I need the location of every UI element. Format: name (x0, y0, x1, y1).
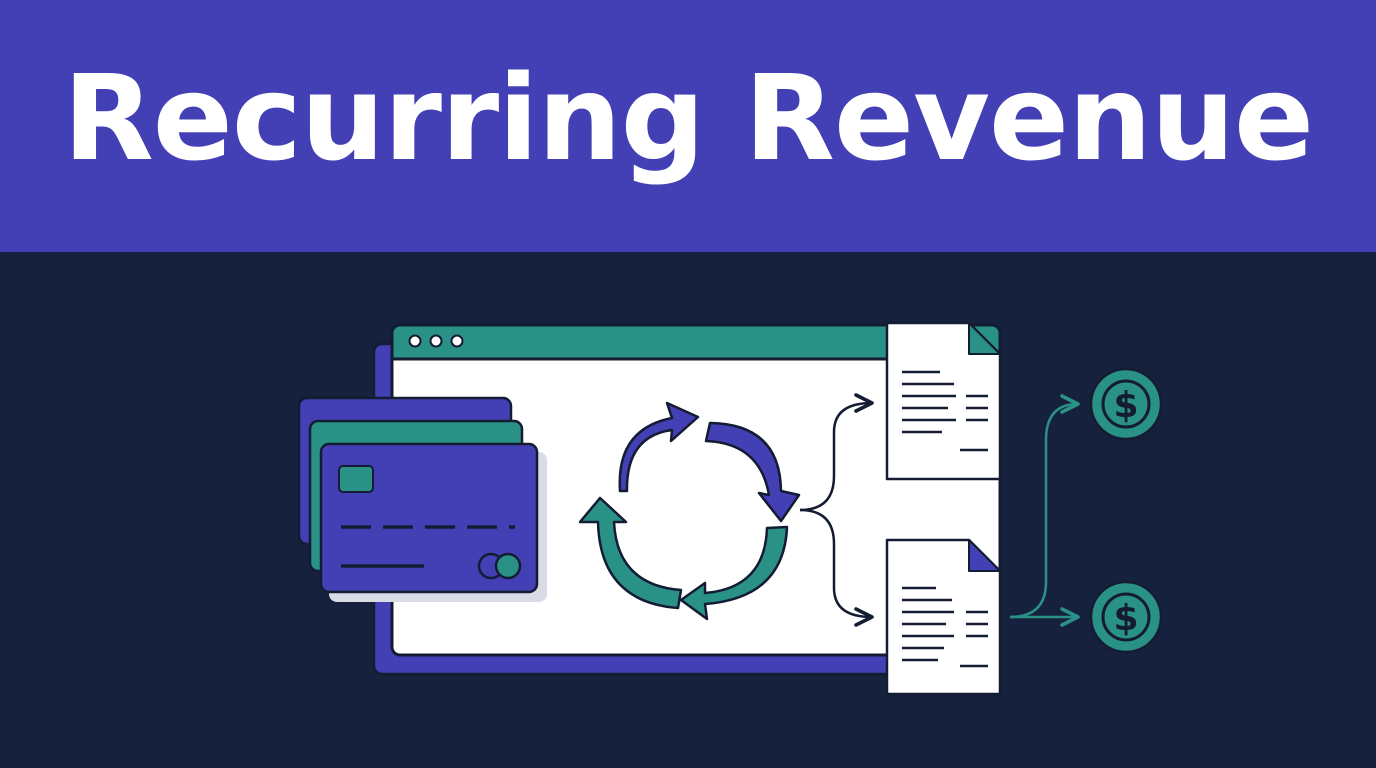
cycle-arrow-left (578, 496, 683, 610)
credit-card-stack-icon (297, 396, 547, 602)
recurring-revenue-diagram: $ $ (297, 321, 1163, 696)
page-title: Recurring Revenue (62, 49, 1314, 187)
invoice-top-fold (968, 322, 1001, 355)
invoice-bottom-page (885, 538, 1002, 696)
payout-line-up (1009, 394, 1080, 619)
payout-connector (1009, 394, 1080, 627)
invoice-top-page (885, 321, 1002, 481)
cycle-arrow-bottom (679, 525, 789, 621)
dollar-coin-icon: $ (1089, 367, 1163, 441)
recurring-cycle-arrows-icon (578, 401, 801, 621)
title-banner: Recurring Revenue (0, 0, 1376, 252)
coin-top-symbol: $ (1113, 385, 1138, 426)
branch-connector (799, 393, 874, 627)
connector-to-top-invoice (799, 393, 874, 512)
window-dot-icon (429, 334, 443, 348)
invoice-bottom-fold (968, 539, 1001, 572)
cycle-arrow-top (618, 401, 700, 493)
coin-bottom-symbol: $ (1113, 598, 1138, 639)
cycle-arrow-right (704, 421, 801, 523)
invoice-document-icon (885, 321, 1002, 481)
connector-to-bottom-invoice (799, 508, 874, 627)
window-dot-icon (408, 334, 422, 348)
card-logo-right-icon (494, 552, 522, 580)
invoice-document-icon (885, 538, 1002, 696)
dollar-coin-icon: $ (1089, 580, 1163, 654)
card-chip-icon (338, 465, 374, 493)
window-dot-icon (450, 334, 464, 348)
card-front (319, 442, 539, 594)
